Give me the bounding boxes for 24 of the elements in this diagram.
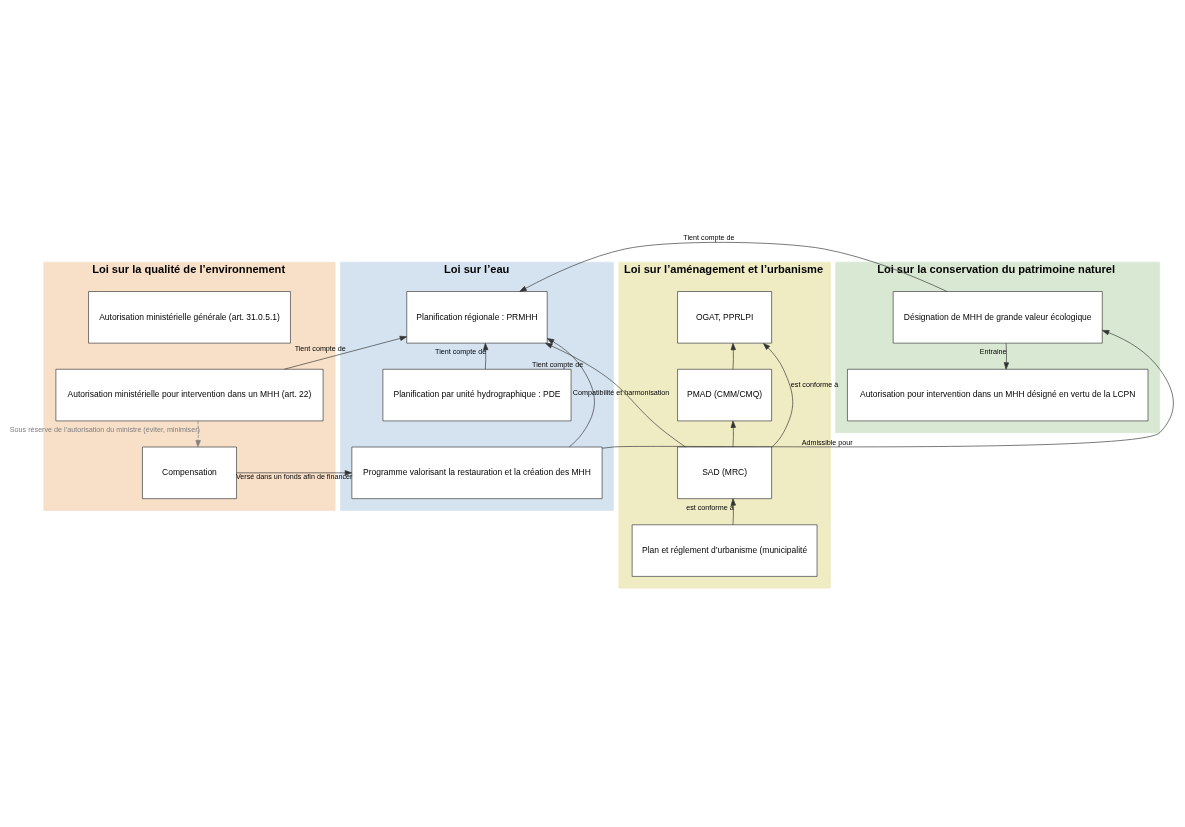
arrow [763, 342, 794, 448]
node-box: PMAD (CMM/CMQ) [677, 368, 772, 421]
arrow [1003, 342, 1010, 370]
node-box: Programme valorisant la restauration et la création des MHH [351, 446, 603, 499]
arrow [195, 420, 201, 447]
arrow [519, 241, 948, 292]
arrow [730, 342, 736, 370]
node-box: Planification régionale : PRMHH [406, 290, 548, 343]
arrow [545, 342, 686, 447]
arrow [483, 342, 489, 370]
arrow [730, 420, 736, 447]
node-box: Autorisation ministérielle pour intervention dans un MHH (art. 22) [55, 368, 324, 421]
node-box: Autorisation ministérielle générale (art. 31.0.5.1) [88, 290, 291, 343]
node-box: SAD (MRC) [677, 446, 772, 499]
node-box: Plan et réglement d’urbanisme (municipalité [631, 523, 818, 577]
node-box: Autorisation pour intervention dans un MHH désigné en vertu de la LCPN [847, 368, 1149, 421]
node-box: Planification par unité hydrographique : PDE [382, 368, 572, 421]
arrow [547, 337, 595, 447]
arrow [236, 469, 352, 475]
node-box: OGAT, PPRLPI [677, 290, 772, 343]
arrow [601, 329, 1174, 449]
node-box: Compensation [142, 446, 237, 499]
node-box: Désignation de MHH de grande valeur écologique [892, 290, 1103, 343]
arrow [284, 335, 407, 370]
